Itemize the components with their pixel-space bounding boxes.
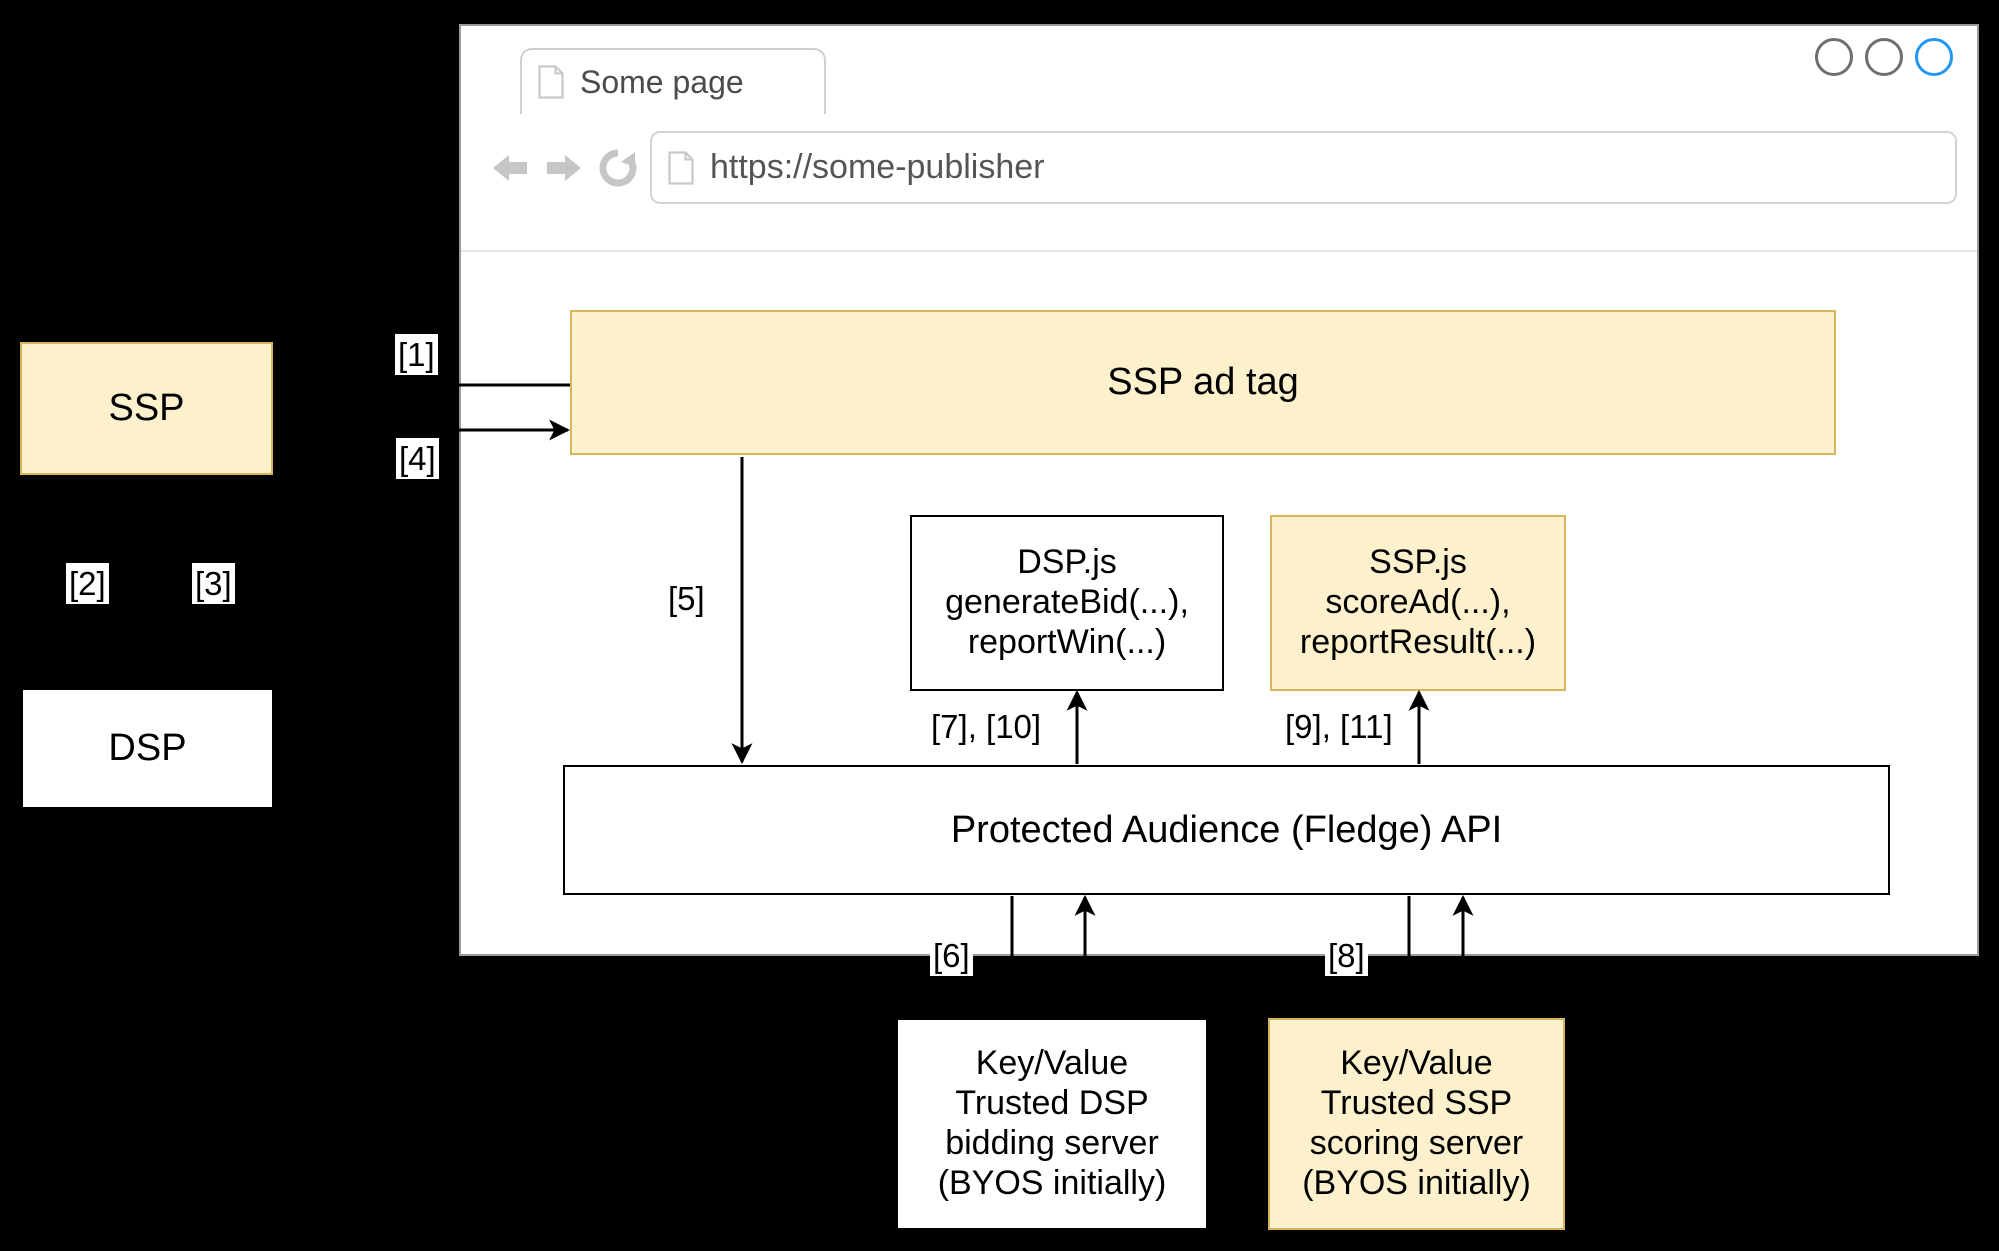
reload-icon[interactable] xyxy=(595,145,641,191)
page-icon xyxy=(668,150,694,185)
ssp-entity-box: SSP xyxy=(20,342,273,475)
url-text: https://some-publisher xyxy=(710,148,1045,186)
step-label-1: [1] xyxy=(395,334,438,375)
ssp-js-block: SSP.js scoreAd(...), reportResult(...) xyxy=(1270,515,1566,691)
step-label-3: [3] xyxy=(192,563,235,604)
window-controls xyxy=(1815,38,1953,76)
dsp-js-block: DSP.js generateBid(...), reportWin(...) xyxy=(910,515,1224,691)
step-label-2: [2] xyxy=(66,563,109,604)
step-label-9-11: [9], [11] xyxy=(1282,706,1396,747)
step-label-6: [6] xyxy=(930,935,973,976)
close-button[interactable] xyxy=(1915,38,1953,76)
step-label-7-10: [7], [10] xyxy=(928,706,1045,747)
dsp-entity-box: DSP xyxy=(21,688,274,809)
back-arrow-icon[interactable] xyxy=(487,145,533,191)
browser-tab-label: Some page xyxy=(580,63,744,100)
kv-trusted-ssp-server-box: Key/Value Trusted SSP scoring server (BY… xyxy=(1268,1018,1565,1230)
forward-arrow-icon[interactable] xyxy=(541,145,587,191)
ssp-ad-tag-block: SSP ad tag xyxy=(570,310,1836,455)
browser-chrome: Some page xyxy=(461,26,1977,252)
maximize-button[interactable] xyxy=(1865,38,1903,76)
step-label-4: [4] xyxy=(396,438,439,479)
browser-toolbar: https://some-publisher xyxy=(461,114,1977,222)
protected-audience-api-block: Protected Audience (Fledge) API xyxy=(563,765,1890,895)
minimize-button[interactable] xyxy=(1815,38,1853,76)
step-label-5: [5] xyxy=(665,578,708,619)
step-label-8: [8] xyxy=(1325,935,1368,976)
url-bar[interactable]: https://some-publisher xyxy=(650,131,1957,204)
browser-tab[interactable]: Some page xyxy=(520,48,826,114)
kv-trusted-dsp-server-box: Key/Value Trusted DSP bidding server (BY… xyxy=(896,1018,1208,1230)
page-icon xyxy=(538,65,564,99)
